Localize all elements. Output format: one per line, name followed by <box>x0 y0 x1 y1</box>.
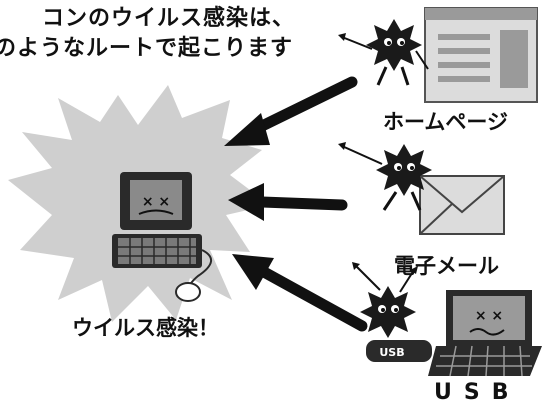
source-label-usb: USB <box>434 380 521 405</box>
svg-text:× ×: × × <box>142 194 170 210</box>
arrow-from-homepage <box>224 76 358 146</box>
arrow-from-email <box>228 183 348 221</box>
virus-character-icon <box>352 262 418 338</box>
virus-character-icon <box>338 19 429 86</box>
svg-text:× ×: × × <box>475 308 503 324</box>
source-label-homepage: ホームページ <box>383 110 508 134</box>
homepage-window-icon <box>424 7 538 103</box>
center-infection-label: ウイルス感染！ <box>72 316 219 340</box>
usb-stick-text: USB <box>379 346 404 359</box>
infected-computer-icon: × × <box>112 172 212 302</box>
virus-character-icon <box>338 142 432 211</box>
arrow-from-usb <box>232 254 368 332</box>
infected-laptop-icon: × × <box>428 290 542 377</box>
usb-stick-icon: USB <box>366 340 432 362</box>
source-label-email: 電子メール <box>394 254 499 278</box>
email-envelope-icon <box>419 175 505 235</box>
heading-line-1: コンのウイルス感染は、 <box>42 6 296 31</box>
heading-line-2: のようなルートで起こります <box>0 36 294 61</box>
